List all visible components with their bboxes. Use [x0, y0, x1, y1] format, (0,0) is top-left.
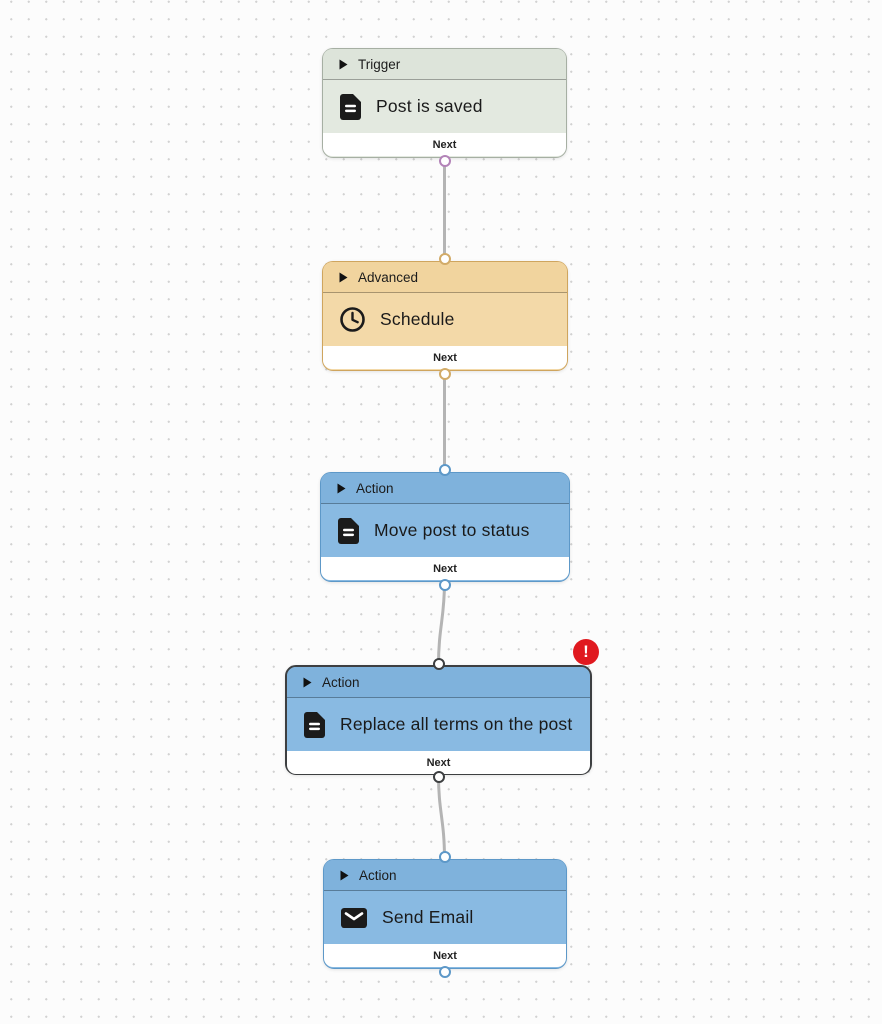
node-header[interactable]: Action — [324, 860, 566, 891]
node-action-send-email[interactable]: Action Send Email Next — [323, 850, 567, 978]
node-type-label: Action — [356, 480, 394, 496]
input-port[interactable] — [439, 850, 451, 863]
node-type-label: Advanced — [358, 269, 419, 285]
connection-wire — [437, 773, 446, 861]
collapse-arrow-icon[interactable] — [340, 870, 349, 881]
document-icon — [338, 517, 359, 544]
node-body[interactable]: Send Email — [324, 891, 566, 944]
node-trigger-post-is-saved[interactable]: Trigger Post is saved Next — [322, 48, 567, 167]
collapse-arrow-icon[interactable] — [303, 677, 312, 688]
node-footer: Next — [321, 557, 569, 580]
next-label: Next — [426, 756, 451, 769]
node-body[interactable]: Post is saved — [323, 80, 566, 133]
node-title: Post is saved — [376, 96, 483, 116]
connection-wire — [437, 580, 446, 667]
node-type-label: Trigger — [358, 56, 401, 72]
clock-icon — [340, 307, 365, 332]
node-footer: Next — [323, 346, 567, 369]
output-port[interactable] — [438, 154, 451, 167]
node-title: Send Email — [382, 907, 474, 927]
envelope-icon — [341, 907, 367, 928]
node-type-label: Action — [322, 674, 360, 690]
input-port[interactable] — [439, 252, 451, 265]
output-port[interactable] — [439, 578, 451, 591]
collapse-arrow-icon[interactable] — [339, 59, 348, 70]
node-title: Schedule — [380, 309, 455, 329]
input-port[interactable] — [432, 657, 445, 670]
node-advanced-schedule[interactable]: Advanced Schedule Next — [322, 252, 568, 380]
output-port[interactable] — [439, 965, 451, 978]
node-header[interactable]: Advanced — [323, 262, 567, 293]
node-title: Move post to status — [374, 520, 530, 540]
input-port[interactable] — [439, 463, 451, 476]
next-label: Next — [433, 562, 457, 575]
collapse-arrow-icon[interactable] — [339, 272, 348, 283]
node-type-label: Action — [359, 867, 397, 883]
node-footer: Next — [324, 944, 566, 967]
node-footer: Next — [287, 751, 590, 774]
node-action-replace-all-terms[interactable]: ! Action Replace all terms on the post N… — [285, 639, 599, 783]
node-footer: Next — [323, 133, 566, 156]
output-port[interactable] — [439, 367, 451, 380]
node-header[interactable]: Trigger — [323, 49, 566, 80]
node-body[interactable]: Move post to status — [321, 504, 569, 557]
node-title: Replace all terms on the post — [340, 714, 573, 734]
node-action-move-post-to-status[interactable]: Action Move post to status Next — [320, 463, 570, 591]
next-label: Next — [432, 138, 457, 151]
output-port[interactable] — [432, 770, 445, 783]
node-header[interactable]: Action — [287, 667, 590, 698]
node-body[interactable]: Schedule — [323, 293, 567, 346]
node-body[interactable]: Replace all terms on the post — [287, 698, 590, 751]
document-icon — [304, 711, 325, 738]
next-label: Next — [433, 949, 457, 962]
document-icon — [340, 93, 361, 120]
collapse-arrow-icon[interactable] — [337, 483, 346, 494]
next-label: Next — [433, 351, 457, 364]
node-header[interactable]: Action — [321, 473, 569, 504]
error-badge[interactable]: ! — [573, 639, 599, 665]
